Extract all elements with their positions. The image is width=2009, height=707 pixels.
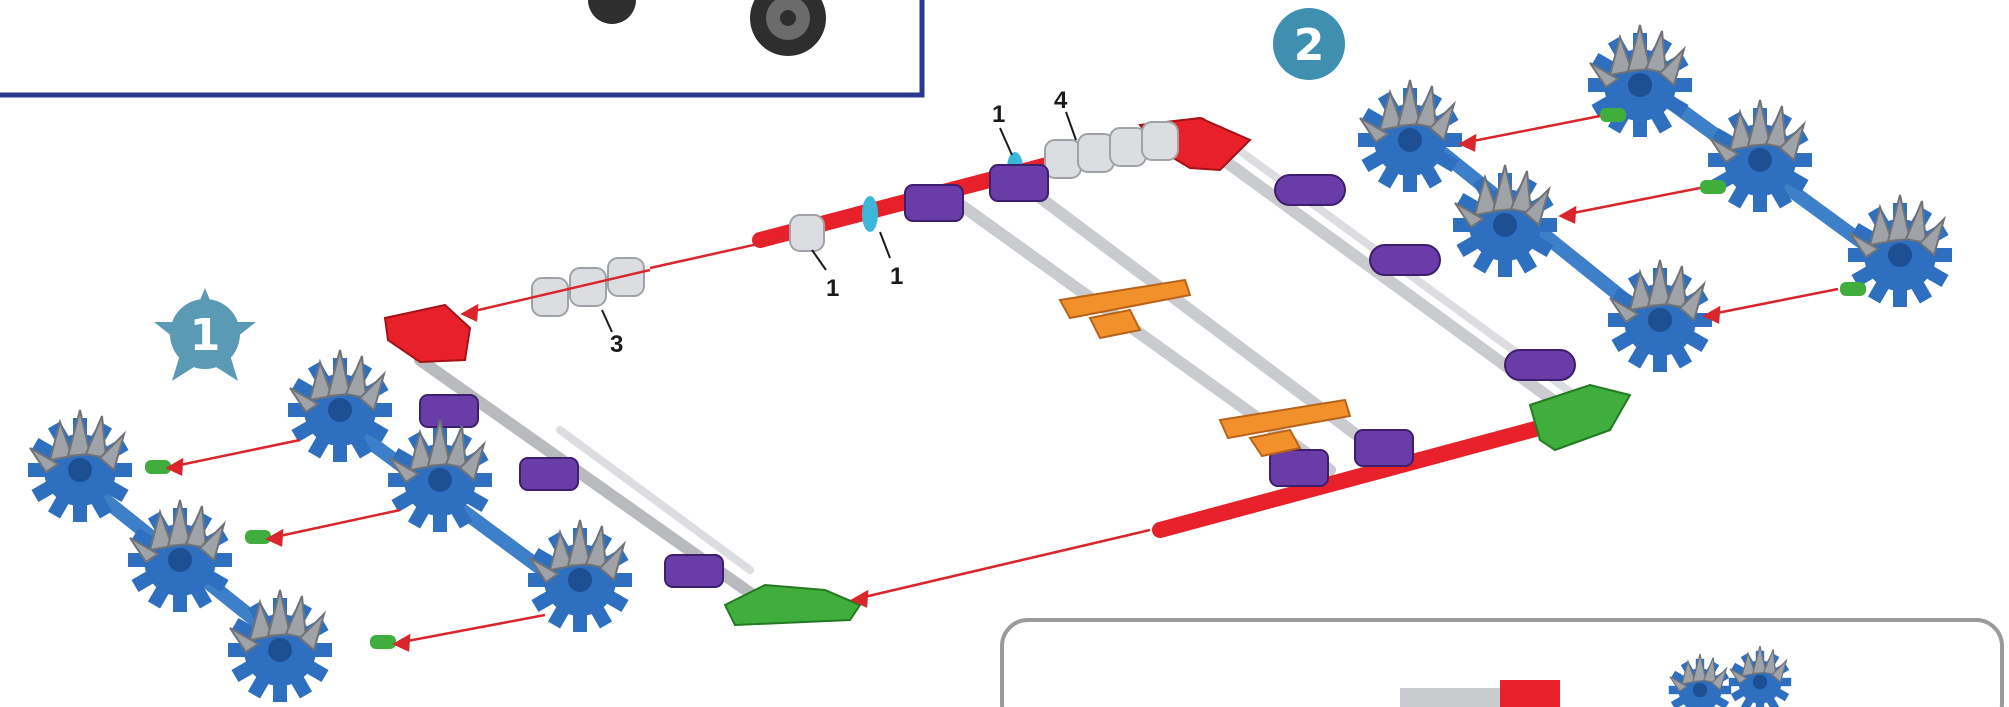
callout-qty-1-top: 1	[992, 101, 1005, 128]
step-2-badge: 2	[1273, 8, 1345, 80]
step-2-number: 2	[1294, 20, 1325, 71]
green-connectors	[725, 385, 1630, 625]
red-connector-left	[385, 305, 470, 362]
grey-rods	[420, 140, 1595, 600]
wheel-icon	[588, 0, 826, 56]
step-1-badge: 1	[154, 288, 256, 381]
step-1-number: 1	[190, 310, 221, 361]
callout-qty-4: 4	[1054, 87, 1068, 114]
callout-qty-1-left: 1	[826, 275, 839, 302]
callout-qty-1-right: 1	[890, 263, 903, 290]
preview-parts-icon	[1400, 646, 1791, 707]
loose-spacers	[532, 258, 644, 316]
orange-connectors	[1060, 280, 1350, 456]
callout-qty-3: 3	[610, 331, 623, 358]
